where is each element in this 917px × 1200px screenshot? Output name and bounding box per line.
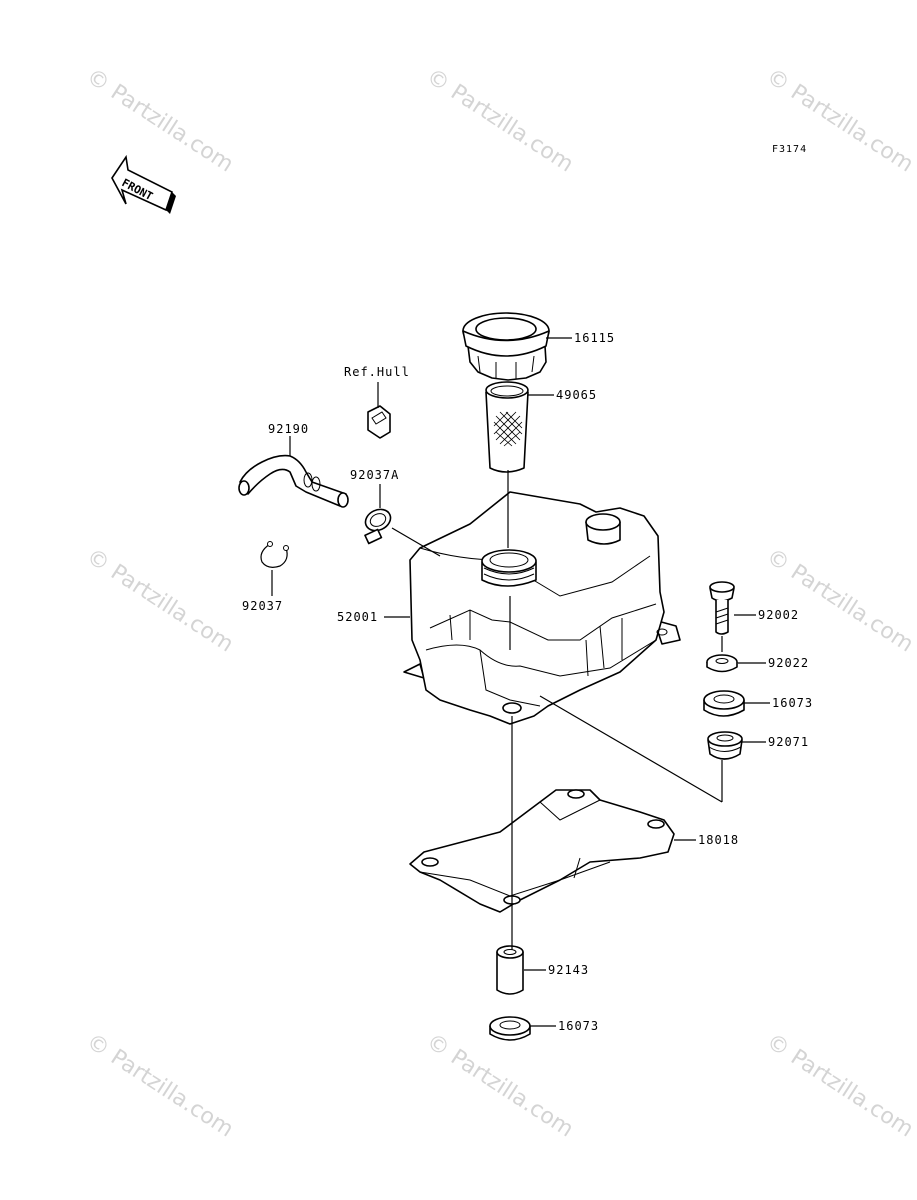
hose-clamp-icon xyxy=(260,541,289,568)
watermark: © Partzilla.com xyxy=(762,1029,917,1142)
vent-hose-icon xyxy=(238,454,349,508)
part-number-label[interactable]: 16115 xyxy=(574,331,615,345)
watermark: © Partzilla.com xyxy=(82,544,238,657)
collar-icon xyxy=(496,945,524,995)
watermark: © Partzilla.com xyxy=(82,1029,238,1142)
front-arrow-icon: FRONT xyxy=(111,154,176,214)
watermark: © Partzilla.com xyxy=(422,64,578,177)
hull-clip-icon xyxy=(367,405,391,439)
part-number-label[interactable]: 18018 xyxy=(698,833,739,847)
bolt-icon xyxy=(709,581,735,635)
watermark: © Partzilla.com xyxy=(762,544,917,657)
washer-icon xyxy=(706,654,738,673)
mount-plate-icon xyxy=(409,789,675,913)
part-number-label[interactable]: 92002 xyxy=(758,608,799,622)
part-number-label[interactable]: 16073 xyxy=(558,1019,599,1033)
part-labels: 16115 49065 Ref.Hull 92190 92037A 92037 … xyxy=(242,331,813,1033)
watermark: © Partzilla.com xyxy=(82,64,238,177)
fuel-cap-icon xyxy=(462,312,550,381)
part-number-label[interactable]: 49065 xyxy=(556,388,597,402)
hose-clamp-a-icon xyxy=(364,508,392,545)
part-number-label[interactable]: 92037 xyxy=(242,599,283,613)
leader-lines xyxy=(271,337,770,1027)
damper-low-icon xyxy=(489,1016,531,1041)
part-number-label[interactable]: 92143 xyxy=(548,963,589,977)
watermark: © Partzilla.com xyxy=(762,64,917,177)
fuel-filter-icon xyxy=(485,381,529,473)
watermark: © Partzilla.com xyxy=(422,1029,578,1142)
part-number-label[interactable]: 92071 xyxy=(768,735,809,749)
damper-rubber-icon xyxy=(707,731,743,760)
part-number-label[interactable]: 16073 xyxy=(772,696,813,710)
part-number-label[interactable]: Ref.Hull xyxy=(344,365,410,379)
figure-code: F3174 xyxy=(772,144,807,155)
damper-top-icon xyxy=(703,690,745,717)
part-number-label[interactable]: 92037A xyxy=(350,468,399,482)
part-number-label[interactable]: 52001 xyxy=(337,610,378,624)
fuel-tank-icon xyxy=(403,491,681,725)
part-number-label[interactable]: 92022 xyxy=(768,656,809,670)
part-number-label[interactable]: 92190 xyxy=(268,422,309,436)
